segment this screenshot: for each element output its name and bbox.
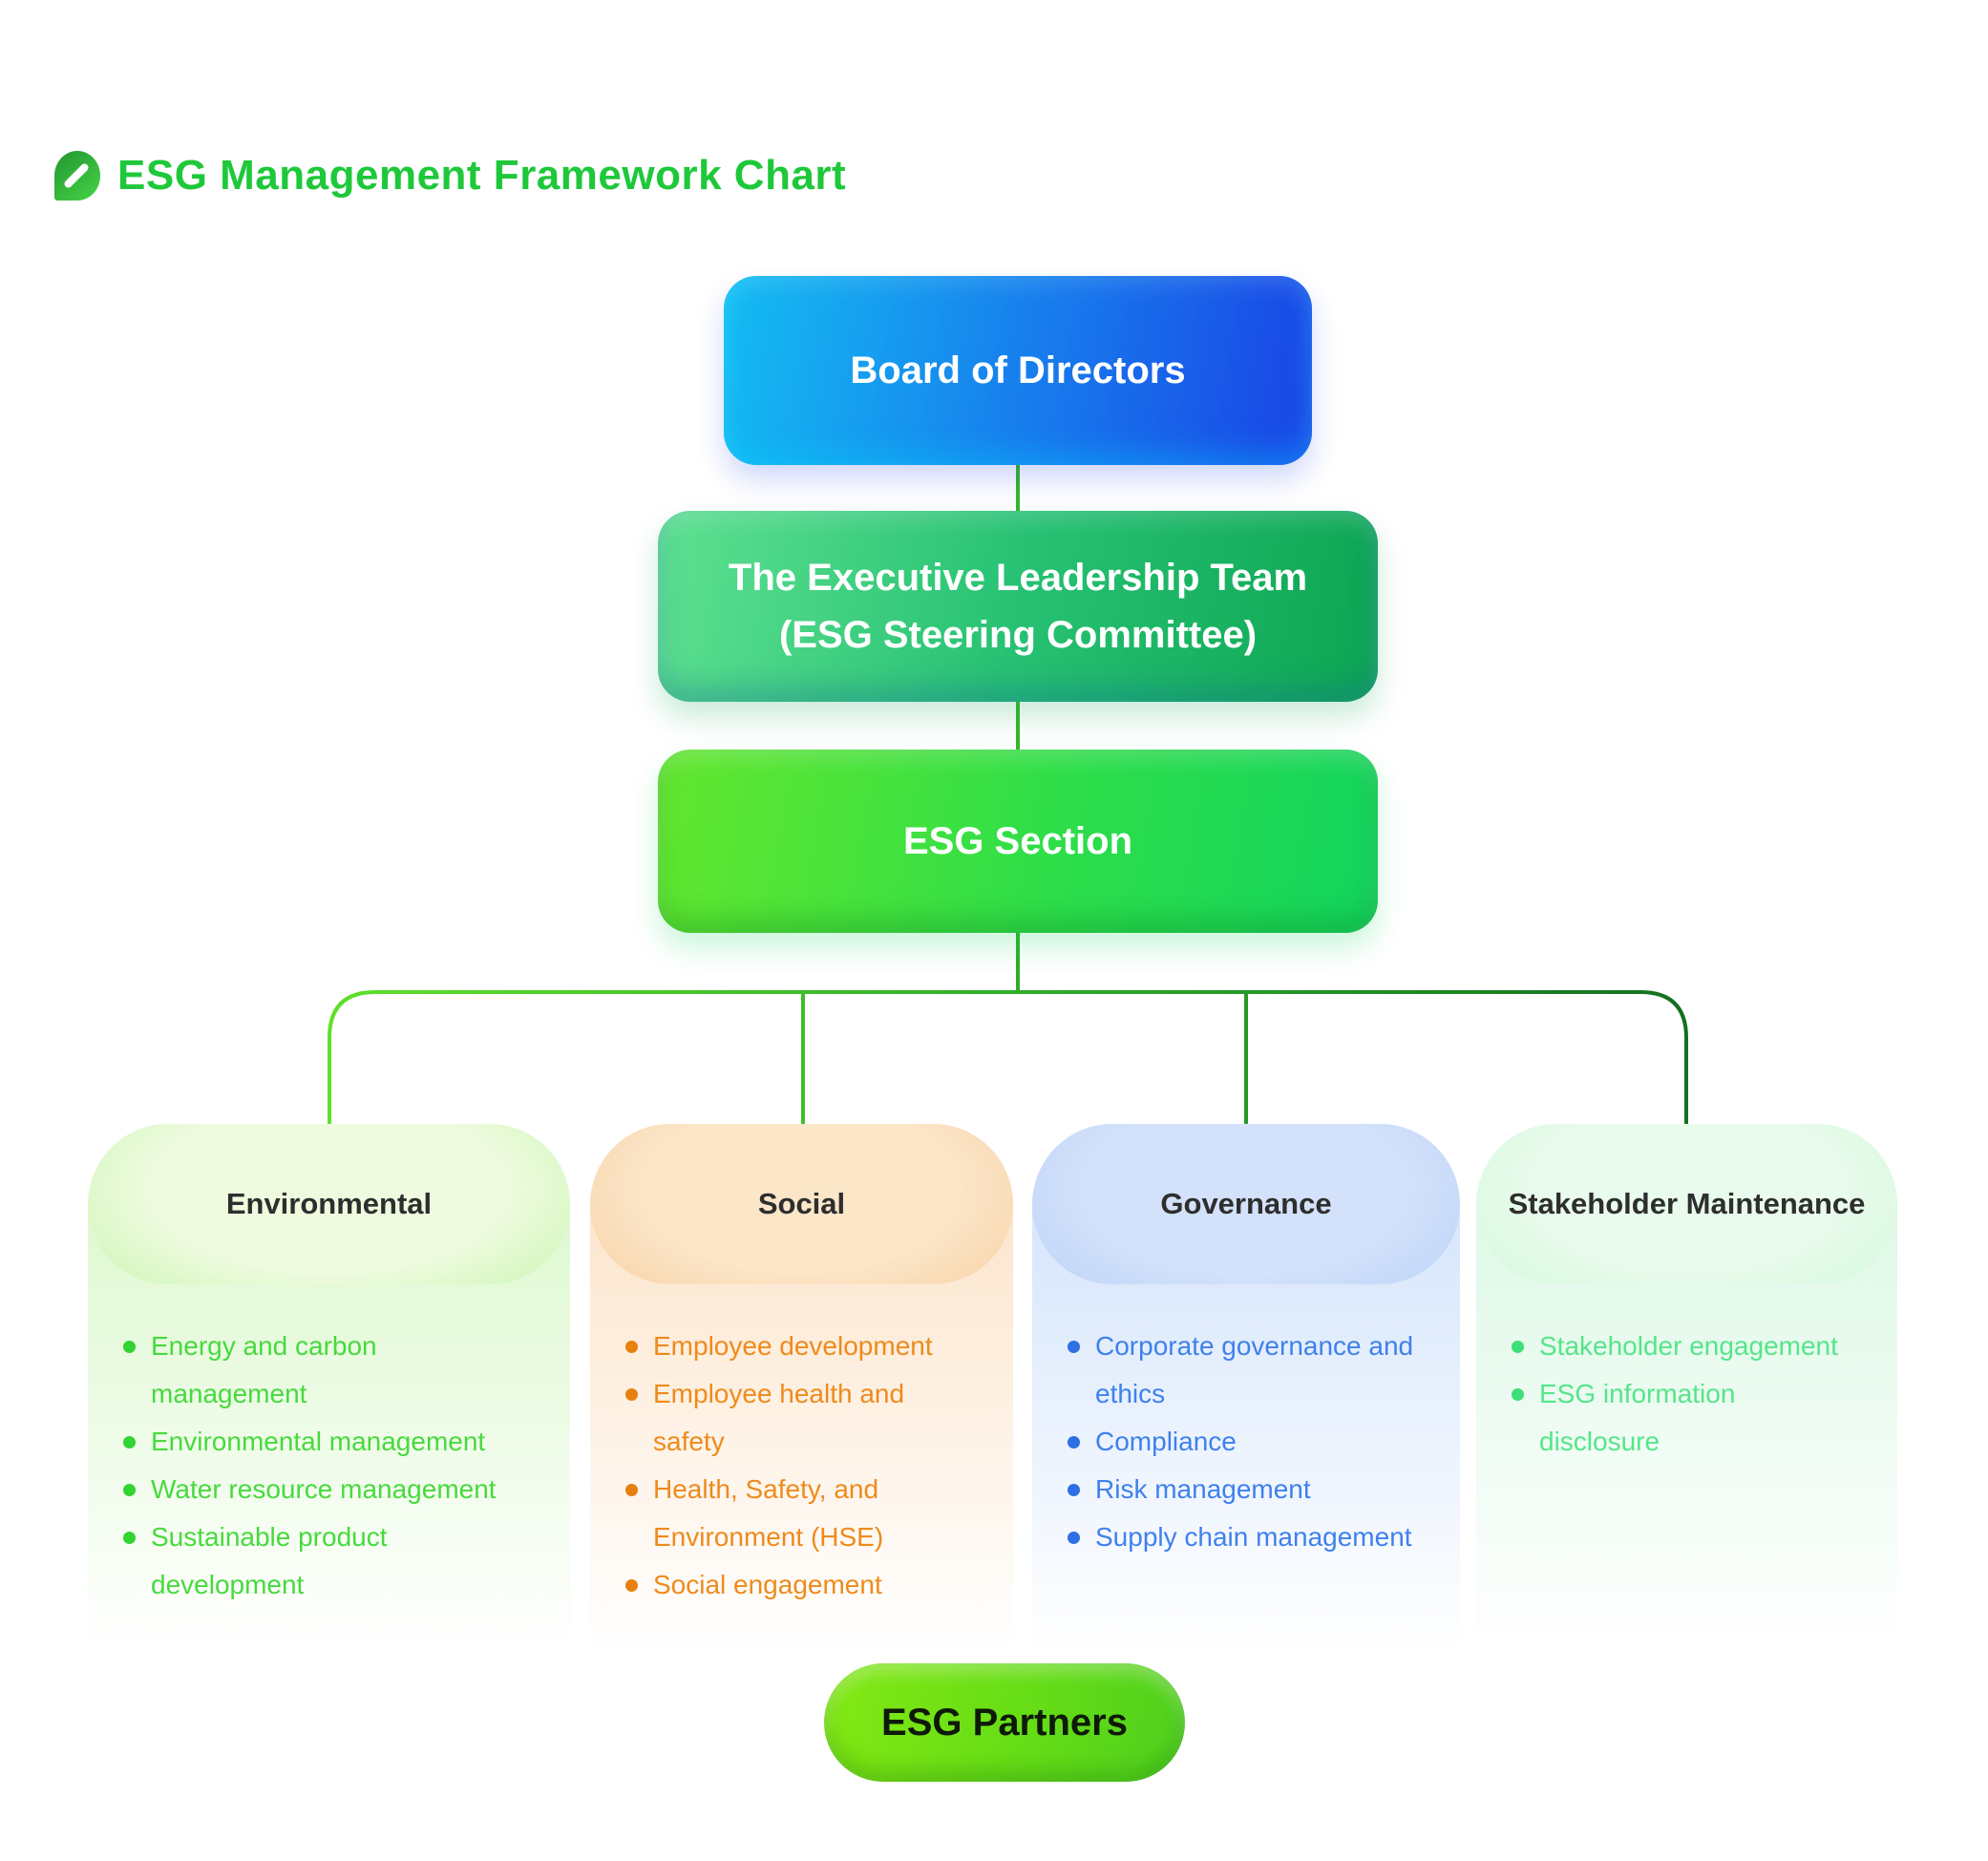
executive-leadership-node: The Executive Leadership Team (ESG Steer…: [658, 511, 1378, 702]
list-item: Risk management: [1067, 1466, 1426, 1513]
list-item: Environmental management: [122, 1418, 532, 1466]
leaf-icon: [54, 151, 100, 201]
social-header: Social: [590, 1124, 1013, 1284]
chart-title-row: ESG Management Framework Chart: [54, 151, 846, 201]
list-item: Employee health and safety: [624, 1370, 979, 1466]
list-item: Health, Safety, and Environment (HSE): [624, 1466, 979, 1561]
list-item: Sustainable product development: [122, 1513, 532, 1609]
list-item: Supply chain management: [1067, 1513, 1426, 1561]
board-of-directors-label: Board of Directors: [850, 349, 1186, 391]
executive-leadership-label-line1: The Executive Leadership Team: [728, 557, 1308, 599]
governance-header: Governance: [1032, 1124, 1460, 1284]
esg-section-label: ESG Section: [902, 820, 1133, 862]
executive-leadership-label-line2: (ESG Steering Committee): [778, 614, 1258, 656]
stakeholder-header: Stakeholder Maintenance: [1476, 1124, 1897, 1284]
list-item: Water resource management: [122, 1466, 532, 1513]
list-item: Energy and carbon management: [122, 1322, 532, 1418]
list-item: Social engagement: [624, 1561, 979, 1609]
environmental-header: Environmental: [88, 1124, 570, 1284]
board-of-directors-node: Board of Directors: [724, 276, 1312, 465]
list-item: Employee development: [624, 1322, 979, 1370]
list-item: Corporate governance and ethics: [1067, 1322, 1426, 1418]
page-title: ESG Management Framework Chart: [117, 152, 847, 199]
list-item: Compliance: [1067, 1418, 1426, 1466]
esg-partners-node: ESG Partners: [824, 1663, 1185, 1782]
list-item: ESG information disclosure: [1511, 1370, 1863, 1466]
list-item: Stakeholder engagement: [1511, 1322, 1863, 1370]
esg-section-node: ESG Section: [658, 750, 1378, 933]
